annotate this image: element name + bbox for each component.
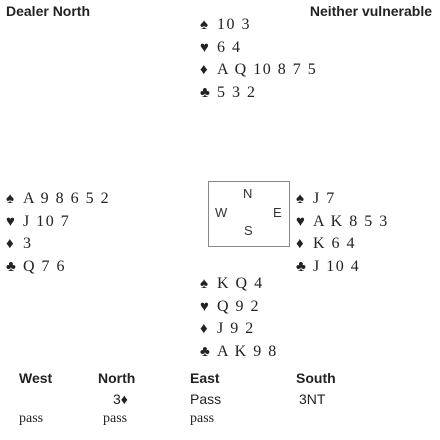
auction-header-east: East: [190, 370, 220, 386]
west-clubs-cards: Q 7 6: [23, 257, 67, 275]
west-spades-cards: A 9 8 6 5 2: [23, 190, 111, 207]
east-hearts: ♥ A K 8 5 3: [296, 211, 389, 234]
north-clubs-cards: 5 3 2: [217, 83, 257, 101]
spade-icon: ♠: [296, 191, 304, 207]
south-hearts: ♥ Q 9 2: [200, 296, 278, 319]
spade-icon: ♠: [6, 191, 14, 207]
west-diamonds: ♦3: [6, 233, 110, 256]
east-bid-2: pass: [190, 411, 215, 426]
north-bid-2: pass: [103, 411, 128, 426]
north-hand: ♠ 10 3 ♥ 6 4 ♦ A Q 10 8 7 5 ♣ 5 3 2: [200, 14, 317, 104]
north-hearts: ♥ 6 4: [200, 37, 317, 60]
heart-icon: ♥: [6, 213, 15, 230]
south-hand: ♠ K Q 4 ♥ Q 9 2 ♦ J 9 2 ♣ A K 9 8: [200, 273, 278, 363]
west-spades: ♠ A 9 8 6 5 2: [6, 188, 110, 211]
compass-south: S: [244, 223, 253, 238]
heart-icon: ♥: [200, 39, 209, 56]
spade-icon: ♠: [200, 276, 208, 292]
heart-icon: ♥: [200, 298, 209, 315]
west-hearts-cards: J 10 7: [23, 212, 71, 230]
south-clubs: ♣ A K 9 8: [200, 341, 278, 364]
compass-north: N: [243, 186, 253, 201]
east-diamonds-cards: K 6 4: [313, 235, 357, 252]
south-diamonds-cards: J 9 2: [217, 320, 255, 337]
club-icon: ♣: [296, 258, 306, 275]
vulnerability-label: Neither vulnerable: [309, 3, 432, 19]
compass-west: W: [215, 205, 228, 220]
west-bid-2: pass: [19, 411, 44, 426]
south-spades: ♠ K Q 4: [200, 273, 278, 296]
north-spades: ♠ 10 3: [200, 14, 317, 37]
north-hearts-cards: 6 4: [217, 38, 242, 56]
auction-header-west: West: [19, 370, 53, 386]
compass-box: N W E S: [208, 181, 290, 247]
auction-header-north: North: [98, 370, 136, 386]
diamond-icon: ♦: [296, 236, 304, 252]
north-bid-1: 3♦: [113, 391, 128, 407]
diamond-icon: ♦: [6, 236, 14, 252]
heart-icon: ♥: [296, 213, 305, 230]
west-hearts: ♥ J 10 7: [6, 211, 110, 234]
south-hearts-cards: Q 9 2: [217, 297, 261, 315]
club-icon: ♣: [200, 343, 210, 360]
south-bid-1: 3NT: [299, 391, 326, 407]
auction-header-south: South: [296, 370, 336, 386]
east-clubs: ♣ J 10 4: [296, 256, 389, 279]
west-diamonds-cards: 3: [23, 235, 33, 252]
east-hearts-cards: A K 8 5 3: [313, 212, 389, 230]
diamond-icon: ♦: [200, 321, 208, 337]
club-icon: ♣: [200, 84, 210, 101]
west-hand: ♠A 9 8 6 5 2 ♥J 10 7 ♦3 ♣Q 7 6: [6, 188, 110, 278]
east-hand: ♠ J 7 ♥ A K 8 5 3 ♦ K 6 4 ♣ J 10 4: [296, 188, 389, 278]
west-clubs: ♣ Q 7 6: [6, 256, 110, 279]
club-icon: ♣: [6, 258, 16, 275]
east-clubs-cards: J 10 4: [313, 257, 361, 275]
diamond-icon: ♦: [200, 62, 208, 78]
dealer-label: Dealer North: [6, 3, 91, 19]
east-spades-cards: J 7: [313, 190, 336, 207]
south-spades-cards: K Q 4: [217, 275, 264, 292]
north-diamonds-cards: A Q 10 8 7 5: [217, 61, 318, 78]
north-clubs: ♣ 5 3 2: [200, 82, 317, 105]
north-diamonds: ♦ A Q 10 8 7 5: [200, 59, 317, 82]
spade-icon: ♠: [200, 17, 208, 33]
compass-east: E: [273, 205, 282, 220]
east-bid-1: Pass: [190, 391, 222, 407]
east-spades: ♠ J 7: [296, 188, 389, 211]
south-clubs-cards: A K 9 8: [217, 342, 278, 360]
north-spades-cards: 10 3: [217, 16, 251, 33]
south-diamonds: ♦ J 9 2: [200, 318, 278, 341]
east-diamonds: ♦ K 6 4: [296, 233, 389, 256]
